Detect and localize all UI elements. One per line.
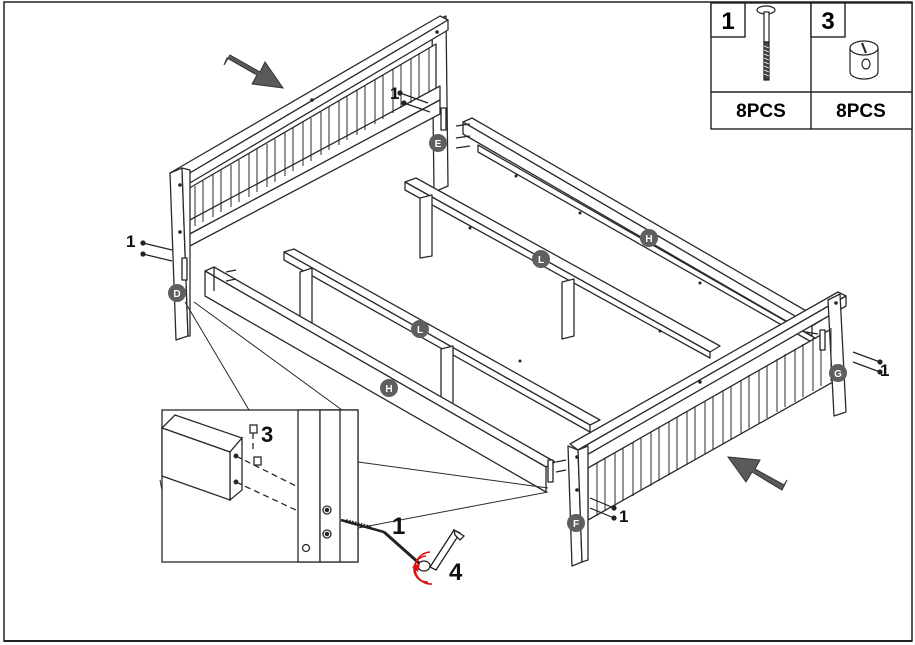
part-1-number: 1 [721, 8, 734, 35]
callout-detail-key: 4 [449, 559, 463, 586]
part-3-number: 3 [821, 8, 834, 35]
barrel-nut-icon [849, 40, 879, 80]
parts-table: 1 3 8PCS 8PCS [710, 2, 913, 130]
part-label-E: E [429, 134, 447, 152]
direction-arrow-footboard [726, 456, 788, 491]
detail-inset [160, 409, 359, 563]
support-rail-front [283, 248, 601, 433]
svg-text:H: H [385, 384, 392, 395]
support-rail-back [404, 177, 721, 359]
hex-key-icon [429, 528, 466, 571]
part-label-L-front: L [411, 320, 429, 338]
direction-arrow-headboard [223, 54, 285, 89]
callout-detail-bolt: 1 [392, 513, 405, 540]
part-3-quantity: 8PCS [836, 101, 886, 122]
svg-text:D: D [173, 289, 180, 300]
svg-text:L: L [417, 325, 423, 336]
part-label-H-back: H [640, 229, 658, 247]
hardware-marks [178, 30, 838, 492]
callout-right-bolt: 1 [880, 361, 889, 380]
callout-headboard-bolt: 1 [390, 84, 399, 103]
part-1-quantity: 8PCS [736, 101, 786, 122]
callout-detail-nut: 3 [261, 422, 273, 447]
bolt-icon [756, 5, 776, 81]
callout-left-bolt: 1 [126, 232, 135, 251]
part-label-D: D [168, 284, 186, 302]
svg-text:H: H [645, 234, 652, 245]
callout-foot-bolt: 1 [619, 507, 628, 526]
svg-text:L: L [538, 255, 544, 266]
part-label-F: F [567, 514, 585, 532]
svg-text:G: G [834, 369, 842, 380]
joint-bolts [140, 90, 883, 521]
rotation-arrow-icon [412, 551, 433, 585]
part-label-L-back: L [532, 250, 550, 268]
headboard-slats [194, 48, 430, 226]
part-label-G: G [829, 364, 847, 382]
svg-text:E: E [435, 139, 442, 150]
part-label-H-front: H [380, 379, 398, 397]
svg-text:F: F [573, 519, 579, 530]
